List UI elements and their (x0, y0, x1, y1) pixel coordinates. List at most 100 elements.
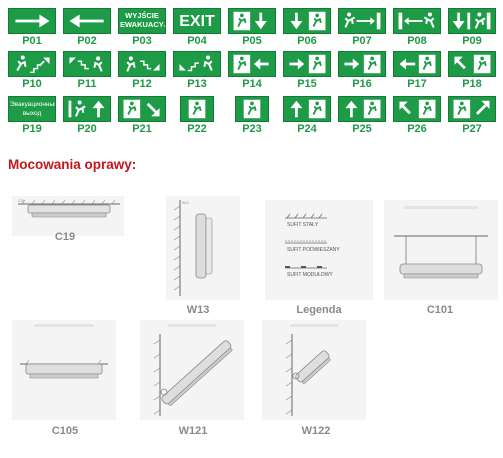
sign-p21 (118, 96, 166, 122)
sign-p23 (235, 96, 269, 122)
mount-legenda-diagram: SUFIT STAŁY SUFIT PODWIESZANY SUFIT MODU… (265, 200, 373, 300)
mount-label-c101: C101 (426, 304, 454, 316)
exit-door-arrow-down-icon (233, 11, 267, 31)
exit-door-icon (188, 99, 206, 119)
sign-code: P10 (22, 78, 42, 90)
arrow-up-left-exit-door-icon (454, 54, 491, 74)
sign-p19: Эвакуационный выход (8, 96, 56, 122)
sign-code: P01 (22, 35, 42, 47)
mount-label-c105: C105 (51, 425, 79, 437)
sign-code: P24 (297, 123, 317, 135)
sign-p27 (448, 96, 496, 122)
sign-p24 (283, 96, 331, 122)
sign-p26 (393, 96, 441, 122)
sign-p01 (8, 8, 56, 34)
mount-c105-diagram (12, 320, 116, 420)
exit-door-icon (243, 99, 261, 119)
section-title: Mocowania oprawy: (8, 157, 137, 172)
arrow-up-exit-door-icon (345, 99, 381, 119)
legend-item-1: SUFIT STAŁY (287, 222, 319, 228)
sign-p02 (63, 8, 111, 34)
sign-code: P15 (297, 78, 317, 90)
exit-door-arrow-down-right-icon (123, 99, 160, 119)
sign-code: P07 (352, 35, 372, 47)
mount-c101-diagram (384, 200, 498, 300)
sign-p10 (8, 51, 56, 77)
sign-code: P02 (77, 35, 97, 47)
sign-code: P17 (407, 78, 427, 90)
sign-code: P03 (132, 35, 152, 47)
sign-code: P22 (187, 123, 207, 135)
w13-tag: W13 (182, 201, 189, 205)
sign-code: P11 (77, 78, 97, 90)
arrow-left-icon (69, 14, 104, 28)
sign-text: WYJŚCIE EWAKUACYJNE (120, 11, 165, 29)
arrow-left-exit-door-icon (399, 54, 436, 74)
exit-arrow-left-running-man-icon (398, 12, 435, 30)
arrow-right-exit-door-icon (289, 54, 326, 74)
sign-code: P13 (187, 78, 207, 90)
sign-code: P18 (462, 78, 482, 90)
sign-p22 (180, 96, 214, 122)
running-man-arrow-right-icon (344, 12, 381, 30)
sign-p08 (393, 8, 441, 34)
sign-p17 (393, 51, 441, 77)
mount-w13-diagram: W13 (166, 196, 240, 300)
sign-code: P25 (352, 123, 372, 135)
arrow-down-exit-door-icon (290, 11, 326, 31)
sign-text: Эвакуационный выход (10, 101, 56, 117)
mount-w121-diagram (140, 320, 244, 420)
sign-code: P08 (407, 35, 427, 47)
sign-p11 (63, 51, 111, 77)
sign-code: P26 (407, 123, 427, 135)
arrow-down-running-man-icon (452, 12, 491, 30)
exit-door-arrow-left-icon (233, 54, 269, 74)
arrow-up-left-exit-door-icon (399, 99, 436, 119)
mount-c19-diagram: C19 (12, 196, 124, 236)
c19-tag: C19 (18, 199, 24, 203)
sign-code: P21 (132, 123, 152, 135)
sign-text: EXIT (179, 13, 215, 30)
sign-code: P27 (462, 123, 482, 135)
sign-code: P19 (22, 123, 42, 135)
sign-code: P12 (132, 78, 152, 90)
sign-p18 (448, 51, 496, 77)
arrow-up-exit-door-icon (290, 99, 326, 119)
sign-p25 (338, 96, 386, 122)
mount-label-legenda: Legenda (296, 304, 342, 316)
sign-p12 (118, 51, 166, 77)
mount-label-w122: W122 (301, 425, 331, 437)
arrow-right-icon (15, 14, 50, 28)
sign-code: P05 (242, 35, 262, 47)
sign-p13 (173, 51, 221, 77)
sign-p05 (228, 8, 276, 34)
sign-code: P06 (297, 35, 317, 47)
sign-p03: WYJŚCIE EWAKUACYJNE (118, 8, 166, 34)
mount-label-c19: C19 (54, 231, 76, 243)
sign-p14 (228, 51, 276, 77)
sign-p04: EXIT (173, 8, 221, 34)
stairs-down-right-icon (126, 56, 160, 72)
arrow-right-exit-door-icon (344, 54, 381, 74)
sign-code: P04 (187, 35, 207, 47)
stairs-up-right-icon (16, 55, 50, 74)
sign-p07 (338, 8, 386, 34)
mount-w122-diagram (262, 320, 366, 420)
mount-label-w13: W13 (186, 304, 210, 316)
exit-door-arrow-up-right-icon (453, 99, 490, 119)
sign-p20 (63, 96, 111, 122)
running-man-arrow-up-icon (68, 100, 105, 118)
stairs-up-left-icon (179, 55, 213, 72)
sign-code: P23 (242, 123, 262, 135)
sign-p16 (338, 51, 386, 77)
sign-p09 (448, 8, 496, 34)
sign-code: P09 (462, 35, 482, 47)
sign-p06 (283, 8, 331, 34)
stairs-down-left-icon (69, 56, 103, 72)
legend-item-2: SUFIT PODWIESZANY (287, 247, 340, 253)
sign-code: P16 (352, 78, 372, 90)
sign-p15 (283, 51, 331, 77)
mount-label-w121: W121 (178, 425, 208, 437)
sign-code: P14 (242, 78, 262, 90)
sign-code: P20 (77, 123, 97, 135)
